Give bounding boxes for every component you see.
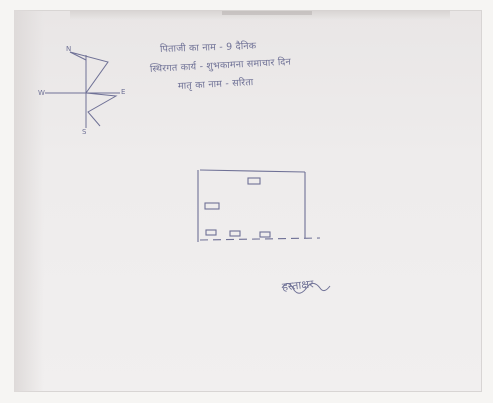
paper-top-strip — [222, 11, 312, 15]
compass-label-e: E — [121, 88, 126, 96]
compass-zigzag — [69, 51, 118, 127]
paper-shadow — [14, 10, 44, 392]
floor-plan-sketch — [197, 169, 321, 242]
room-box-bottom-3 — [259, 231, 271, 238]
room-box-bottom-1 — [205, 229, 217, 236]
paper-sheet — [14, 10, 482, 392]
signature-squiggle — [281, 282, 331, 294]
compass-sketch — [45, 51, 120, 128]
compass-label-n: N — [66, 45, 72, 53]
signature-stroke — [281, 282, 331, 294]
paper-top-shadow — [70, 10, 450, 20]
plan-top-wall — [199, 169, 306, 173]
compass-label-w: W — [38, 89, 45, 97]
room-box-top — [247, 177, 261, 185]
compass-arrow — [69, 51, 87, 61]
room-box-mid — [204, 202, 220, 210]
room-box-bottom-2 — [229, 230, 241, 237]
compass-label-s: S — [82, 128, 87, 136]
plan-bottom-wall — [199, 237, 321, 241]
